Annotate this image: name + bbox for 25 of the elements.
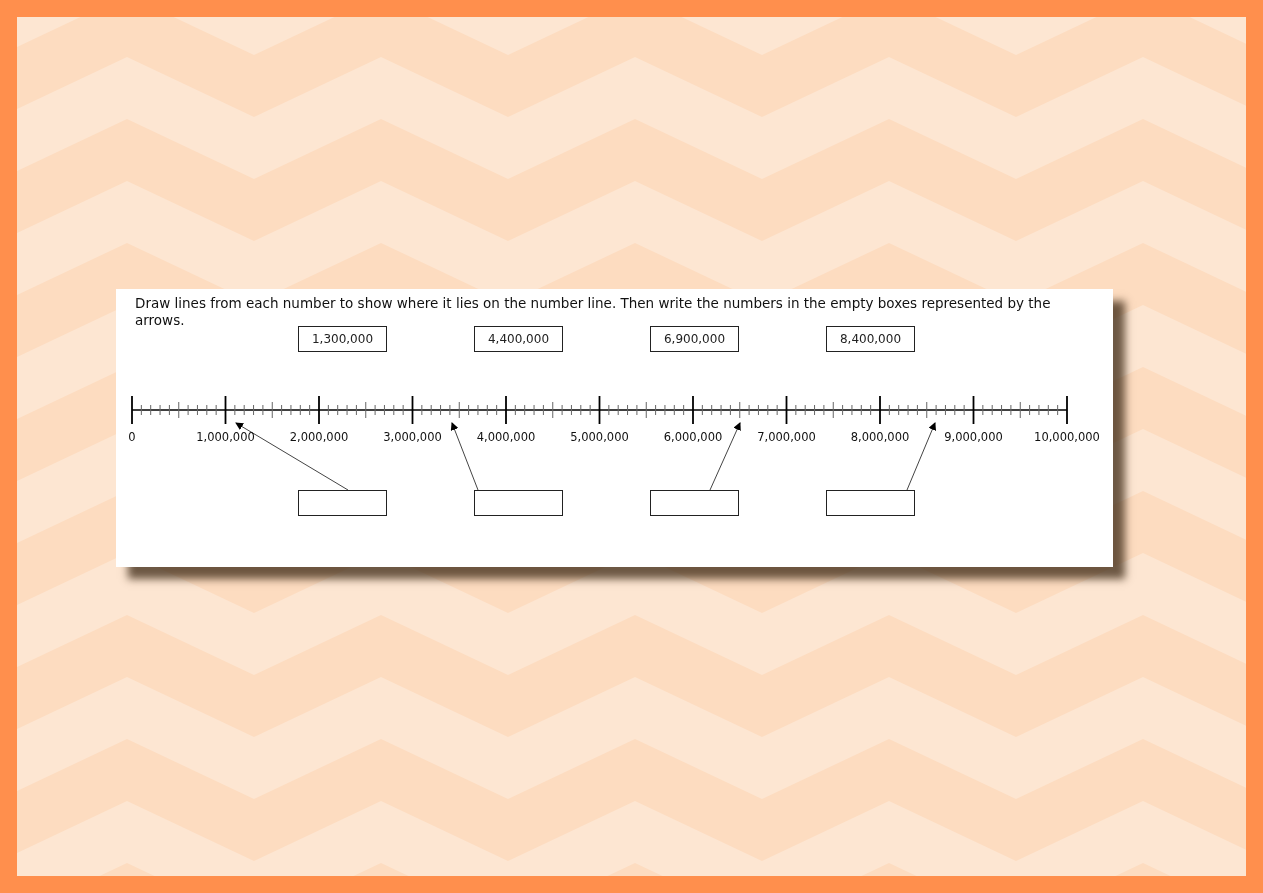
number-box: 4,400,000 [474, 326, 563, 352]
tick-label: 8,000,000 [850, 429, 910, 446]
answer-box [826, 490, 915, 516]
tick-label: 0 [128, 429, 136, 446]
tick-label: 6,000,000 [663, 429, 723, 446]
instruction-text: Draw lines from each number to show where it lies on the number line. Then write the numbers in the empty boxes represented by the arrows. [135, 295, 1052, 329]
number-box: 6,900,000 [650, 326, 739, 352]
answer-box [650, 490, 739, 516]
number-box: 8,400,000 [826, 326, 915, 352]
tick-label: 7,000,000 [757, 429, 816, 446]
number-line [130, 396, 1069, 424]
arrow [235, 422, 349, 491]
answer-box [298, 490, 387, 516]
tick-label: 3,000,000 [383, 429, 442, 446]
tick-label: 9,000,000 [944, 429, 1003, 446]
answer-box [474, 490, 563, 516]
tick-label: 4,000,000 [476, 429, 536, 446]
tick-label: 1,000,000 [196, 429, 255, 446]
tick-label: 2,000,000 [289, 429, 349, 446]
arrow [709, 422, 741, 491]
number-box: 1,300,000 [298, 326, 387, 352]
arrow [450, 422, 479, 491]
tick-label: 10,000,000 [1034, 429, 1100, 446]
arrow [906, 422, 936, 491]
tick-label: 5,000,000 [570, 429, 629, 446]
